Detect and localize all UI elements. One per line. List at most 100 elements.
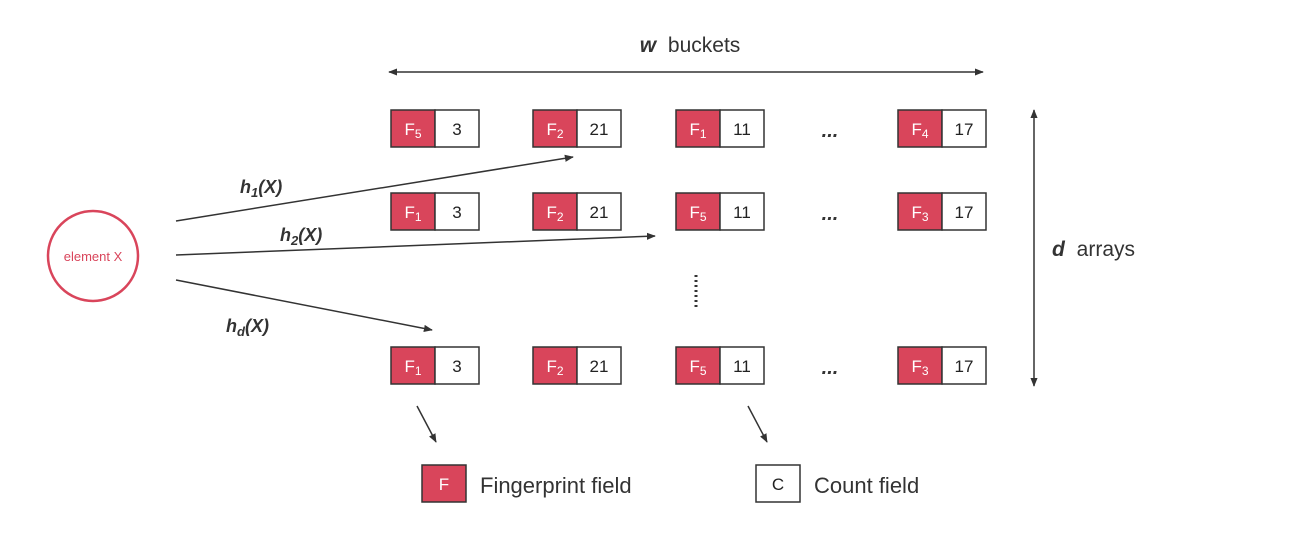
fingerprint-index: 2 [557, 210, 564, 224]
hash-arrow-2 [175, 232, 656, 256]
count-value: 3 [452, 357, 461, 376]
fingerprint-index: 1 [415, 210, 422, 224]
fingerprint-index: 5 [700, 210, 707, 224]
count-value: 11 [733, 120, 751, 139]
fingerprint-text: F2 [546, 203, 563, 224]
hash-arg-d: (X) [245, 316, 269, 336]
fingerprint-prefix: F [546, 203, 556, 222]
depth-text: arrays [1077, 238, 1135, 261]
bucket: F5 3 [390, 109, 480, 148]
fingerprint-text: F2 [546, 120, 563, 141]
fingerprint-text: F1 [689, 120, 706, 141]
count-cell [719, 109, 765, 148]
bucket: F3 17 [897, 346, 987, 385]
hash-sub-1: 1 [251, 185, 258, 200]
hash-arrow-d [175, 279, 433, 332]
fingerprint-text: F5 [404, 120, 421, 141]
fingerprint-cell [675, 109, 721, 148]
fingerprint-cell [532, 346, 578, 385]
legend-count-symbol: C [772, 475, 784, 494]
hash-fn-1: h [240, 177, 251, 197]
count-value: 11 [733, 357, 751, 376]
count-value: 3 [452, 120, 461, 139]
fingerprint-prefix: F [546, 357, 556, 376]
fingerprint-cell [897, 109, 943, 148]
count-value: 17 [955, 357, 974, 376]
count-value: 21 [590, 357, 609, 376]
fingerprint-index: 1 [700, 127, 707, 141]
fingerprint-cell [390, 109, 436, 148]
legend-count-swatch [755, 464, 801, 503]
legend-fingerprint-symbol: F [439, 475, 449, 494]
count-cell [434, 109, 480, 148]
hash-arg-1: (X) [258, 177, 282, 197]
count-cell [576, 192, 622, 231]
fingerprint-prefix: F [404, 120, 414, 139]
fingerprint-prefix: F [689, 203, 699, 222]
count-cell [941, 192, 987, 231]
fingerprint-text: F4 [911, 120, 928, 141]
hash-label-d: hd(X) [226, 316, 269, 339]
depth-var: d [1052, 238, 1066, 261]
hash-fn-2: h [280, 225, 291, 245]
width-var: w [640, 34, 658, 57]
fingerprint-prefix: F [546, 120, 556, 139]
bucket: F4 17 [897, 109, 987, 148]
column-ellipsis: ... [822, 357, 839, 379]
count-cell [576, 346, 622, 385]
width-text: buckets [668, 34, 740, 57]
legend-fingerprint-swatch [421, 464, 467, 503]
fingerprint-cell [675, 346, 721, 385]
count-cell [576, 109, 622, 148]
bucket: F2 21 [532, 346, 622, 385]
count-cell [719, 346, 765, 385]
bucket: F1 3 [390, 346, 480, 385]
fingerprint-text: F3 [911, 203, 928, 224]
hash-arrow-1 [175, 154, 574, 222]
fingerprint-pointer-arrow [416, 405, 437, 443]
fingerprint-text: F3 [911, 357, 928, 378]
hash-label-1: h1(X) [240, 177, 282, 200]
column-ellipsis: ... [822, 203, 839, 225]
fingerprint-index: 5 [700, 364, 707, 378]
column-ellipsis: ... [822, 120, 839, 142]
bucket: F3 17 [897, 192, 987, 231]
fingerprint-prefix: F [911, 203, 921, 222]
fingerprint-prefix: F [911, 120, 921, 139]
fingerprint-text: F5 [689, 203, 706, 224]
legend-fingerprint-label: Fingerprint field [480, 473, 632, 498]
fingerprint-cell [675, 192, 721, 231]
element-circle [46, 209, 140, 303]
fingerprint-index: 2 [557, 127, 564, 141]
hash-arg-2: (X) [298, 225, 322, 245]
count-value: 21 [590, 120, 609, 139]
depth-label: d arrays [1052, 238, 1135, 261]
hash-sub-d: d [237, 324, 246, 339]
bucket: F2 21 [532, 109, 622, 148]
fingerprint-cell [532, 109, 578, 148]
hash-label-2: h2(X) [280, 225, 322, 248]
element-label: element X [64, 249, 123, 264]
fingerprint-index: 2 [557, 364, 564, 378]
fingerprint-index: 3 [922, 364, 929, 378]
fingerprint-text: F2 [546, 357, 563, 378]
fingerprint-index: 3 [922, 210, 929, 224]
fingerprint-cell [390, 346, 436, 385]
fingerprint-index: 4 [922, 127, 929, 141]
fingerprint-index: 5 [415, 127, 422, 141]
count-value: 17 [955, 203, 974, 222]
fingerprint-prefix: F [404, 203, 414, 222]
fingerprint-prefix: F [404, 357, 414, 376]
fingerprint-text: F1 [404, 203, 421, 224]
hash-fn-d: h [226, 316, 237, 336]
bucket: F1 11 [675, 109, 765, 148]
fingerprint-cell [390, 192, 436, 231]
count-value: 17 [955, 120, 974, 139]
fingerprint-text: F1 [404, 357, 421, 378]
fingerprint-cell [532, 192, 578, 231]
fingerprint-index: 1 [415, 364, 422, 378]
